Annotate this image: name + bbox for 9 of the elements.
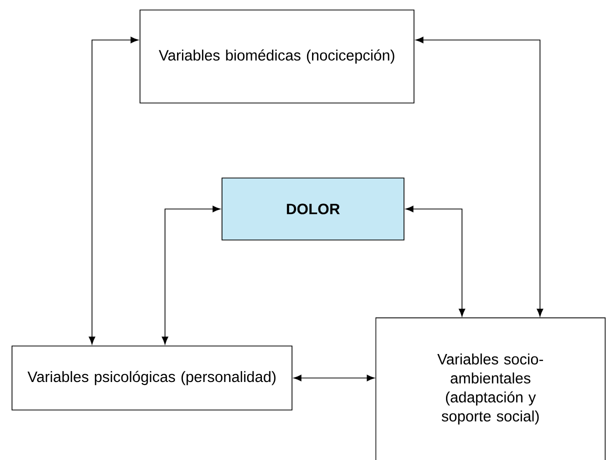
dolor-box: DOLOR [222,178,404,240]
variable-box: Variables biomédicas (nocicepción) [140,10,414,104]
variable-box: Variables psicológicas (personalidad) [12,346,292,410]
arrow [162,206,220,344]
arrow [88,36,138,344]
arrow [294,374,375,382]
arrow [406,206,466,317]
variable-box: Variables socio-ambientales (adaptación y soporte social) [375,317,606,460]
arrow [416,36,544,317]
